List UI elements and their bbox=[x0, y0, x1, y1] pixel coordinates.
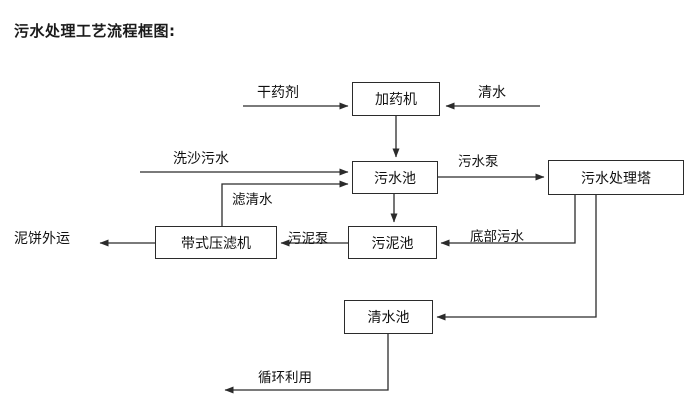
process-node-sewage[interactable]: 污水池 bbox=[352, 161, 438, 194]
process-node-sludge[interactable]: 污泥池 bbox=[348, 226, 437, 259]
edge-label-bottom-sewage: 底部污水 bbox=[470, 229, 524, 245]
edge-label-sewage-pump: 污水泵 bbox=[458, 154, 499, 170]
terminal-label-dry-agent: 干药剂 bbox=[257, 85, 299, 101]
flow-edge-tower-to-sludge bbox=[440, 195, 576, 247]
edge-label-filtered-water: 滤清水 bbox=[232, 192, 273, 208]
terminal-label-clean-water: 清水 bbox=[478, 85, 506, 101]
process-node-press[interactable]: 带式压滤机 bbox=[155, 226, 277, 259]
terminal-label-mud-cake: 泥饼外运 bbox=[14, 231, 70, 247]
process-node-dosing[interactable]: 加药机 bbox=[352, 82, 440, 116]
process-node-tower[interactable]: 污水处理塔 bbox=[548, 160, 684, 195]
flow-edge-tower-to-clear bbox=[436, 195, 597, 321]
terminal-label-sand-waste: 洗沙污水 bbox=[173, 151, 229, 167]
edge-label-recycle: 循环利用 bbox=[258, 370, 312, 386]
flow-edge-clear-to-recycle bbox=[224, 334, 389, 394]
flow-edge-press-to-sewage bbox=[221, 180, 349, 226]
process-node-clear[interactable]: 清水池 bbox=[344, 300, 433, 334]
page-title: 污水处理工艺流程框图: bbox=[14, 22, 176, 40]
edge-label-sludge-pump: 污泥泵 bbox=[288, 231, 329, 247]
